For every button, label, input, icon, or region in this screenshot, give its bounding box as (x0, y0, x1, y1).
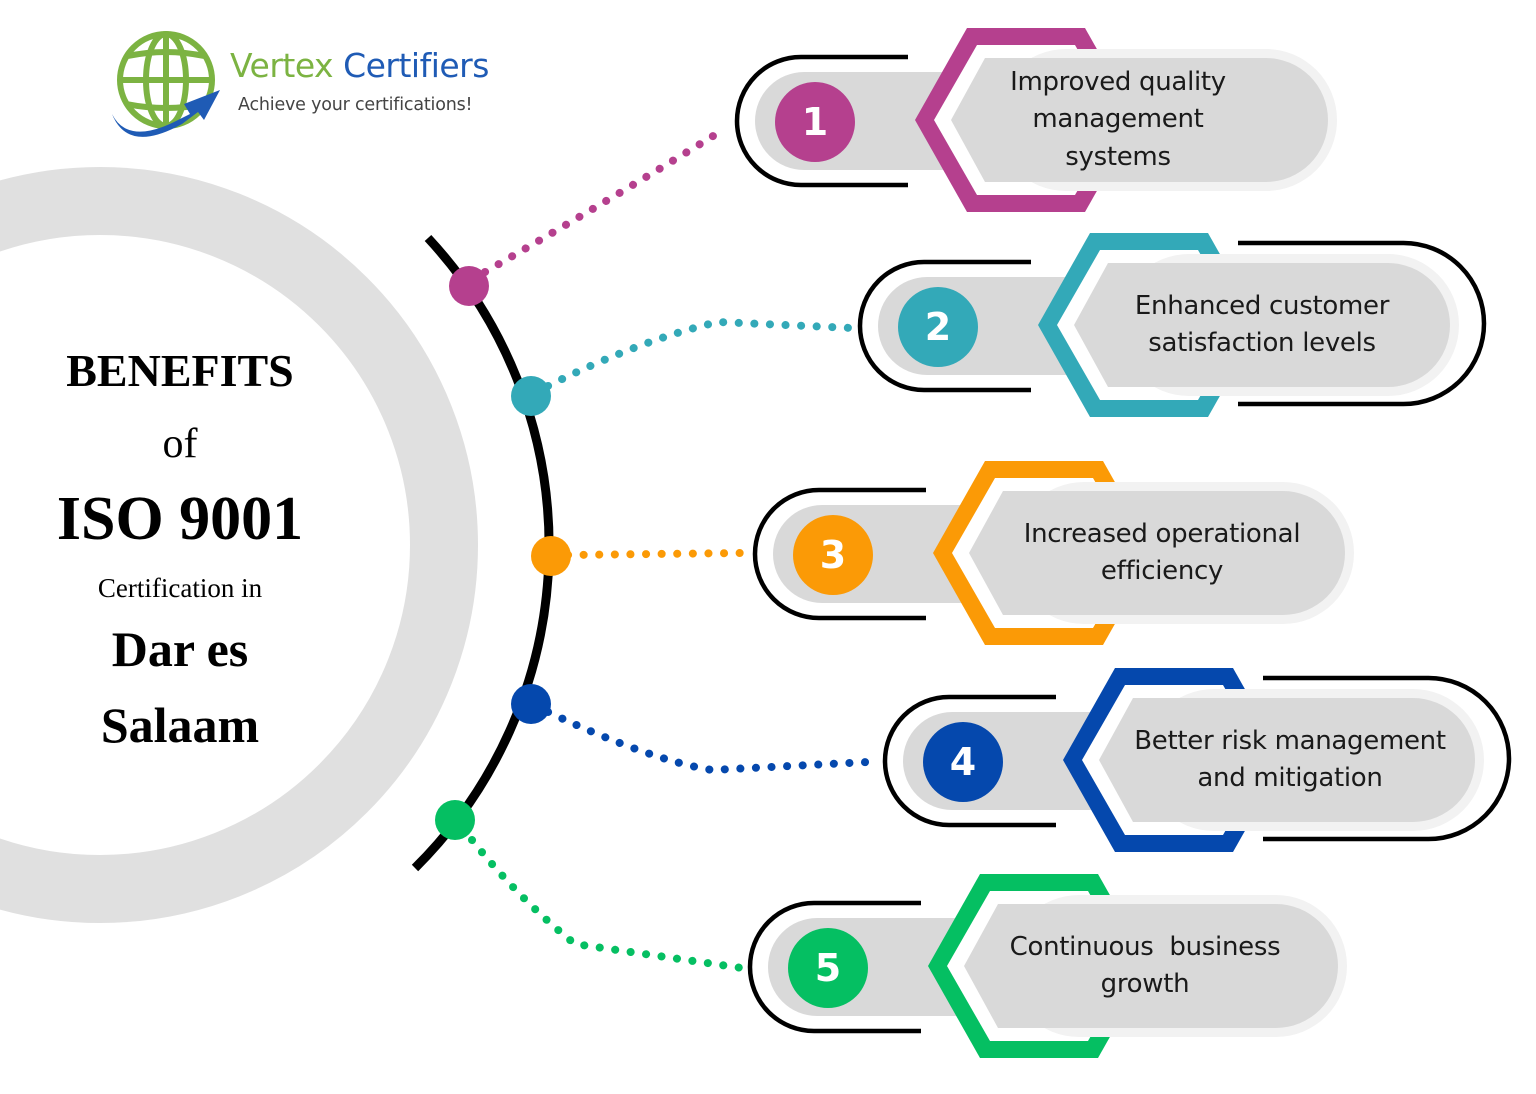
benefit-card (882, 668, 1512, 852)
benefit-text: Improved quality management systems (928, 58, 1308, 182)
title-line: Salaam (100, 697, 260, 753)
number-badge-label: 4 (949, 740, 977, 784)
connector-dotted-line (481, 124, 730, 276)
benefit-text-line: Continuous business (1009, 931, 1281, 962)
benefit-card (747, 874, 1347, 1058)
timeline-nodes (435, 266, 571, 840)
benefit-text-line: systems (1065, 141, 1171, 172)
number-badge (898, 287, 978, 367)
card-left-bracket (882, 694, 1056, 828)
title-line: Certification in (97, 573, 263, 603)
title-city-line2: Salaam (20, 696, 340, 754)
card-right-bracket (1238, 240, 1487, 407)
brand-tagline: Achieve your certifications! (238, 95, 473, 115)
number-badge-label: 3 (819, 533, 847, 577)
number-badge (793, 515, 873, 595)
title-line: of (162, 421, 198, 467)
number-badge-label: 1 (801, 100, 829, 144)
card-left-bracket (747, 900, 921, 1034)
number-badge-label: 5 (814, 946, 842, 990)
benefit-cards (734, 28, 1512, 1058)
title-city-line1: Dar es (20, 620, 340, 678)
title-of: of (20, 420, 340, 468)
title-line: ISO 9001 (56, 485, 304, 553)
benefit-text-line: growth (1100, 969, 1190, 999)
benefit-text: Increased operational efficiency (972, 491, 1352, 615)
connector-dotted-line (544, 708, 872, 775)
number-badge-label: 2 (924, 305, 952, 349)
benefit-text-line: management (1032, 104, 1204, 135)
benefit-text: Enhanced customer satisfaction levels (1072, 263, 1452, 387)
card-left-bracket (734, 54, 908, 188)
timeline-node (511, 376, 551, 416)
connector-dotted-line (468, 836, 746, 972)
number-badge (775, 82, 855, 162)
benefit-text-line: Enhanced customer (1134, 290, 1390, 321)
timeline-node (511, 684, 551, 724)
card-text-pill (951, 58, 1328, 182)
brand-name: Vertex Certifiers (230, 46, 489, 85)
connector-dotted-line (544, 317, 856, 390)
title-standard: ISO 9001 (20, 484, 340, 555)
timeline-node (435, 800, 475, 840)
globe-arrow-icon (112, 31, 220, 137)
benefit-card (752, 461, 1354, 645)
timeline-node (531, 536, 571, 576)
title-line: Dar es (111, 621, 249, 677)
number-badge (788, 928, 868, 1008)
brand-name-part1: Vertex (230, 46, 334, 85)
card-right-bracket (1263, 675, 1512, 842)
benefit-text-line: Better risk management (1134, 725, 1446, 756)
title-certification-in: Certification in (20, 573, 340, 604)
benefit-card (857, 233, 1487, 417)
benefit-text: Continuous business growth (955, 904, 1335, 1028)
card-left-bracket (857, 259, 1031, 393)
card-text-pill (1074, 263, 1450, 387)
benefit-text-line: Increased operational (1023, 518, 1301, 549)
benefit-card (734, 28, 1337, 212)
title-line: BENEFITS (66, 345, 294, 396)
benefit-text-line: Improved quality (1010, 66, 1226, 97)
benefit-text: Better risk management and mitigation (1100, 698, 1480, 822)
card-left-bracket (752, 487, 926, 621)
benefit-text-line: and mitigation (1197, 763, 1383, 793)
number-badge (923, 722, 1003, 802)
timeline-node (449, 266, 489, 306)
connector-dotted-line (564, 549, 746, 559)
logo: Vertex Certifiers Achieve your certifica… (108, 28, 518, 140)
card-text-pill (964, 904, 1338, 1028)
card-text-pill (969, 491, 1345, 615)
benefit-text-line: efficiency (1100, 556, 1224, 586)
background-ring (0, 167, 478, 923)
card-text-pill (1099, 698, 1475, 822)
title-benefits: BENEFITS (20, 344, 340, 397)
connectors (468, 124, 872, 972)
brand-name-part2: Certifiers (343, 46, 489, 85)
benefit-text-line: satisfaction levels (1148, 328, 1376, 358)
